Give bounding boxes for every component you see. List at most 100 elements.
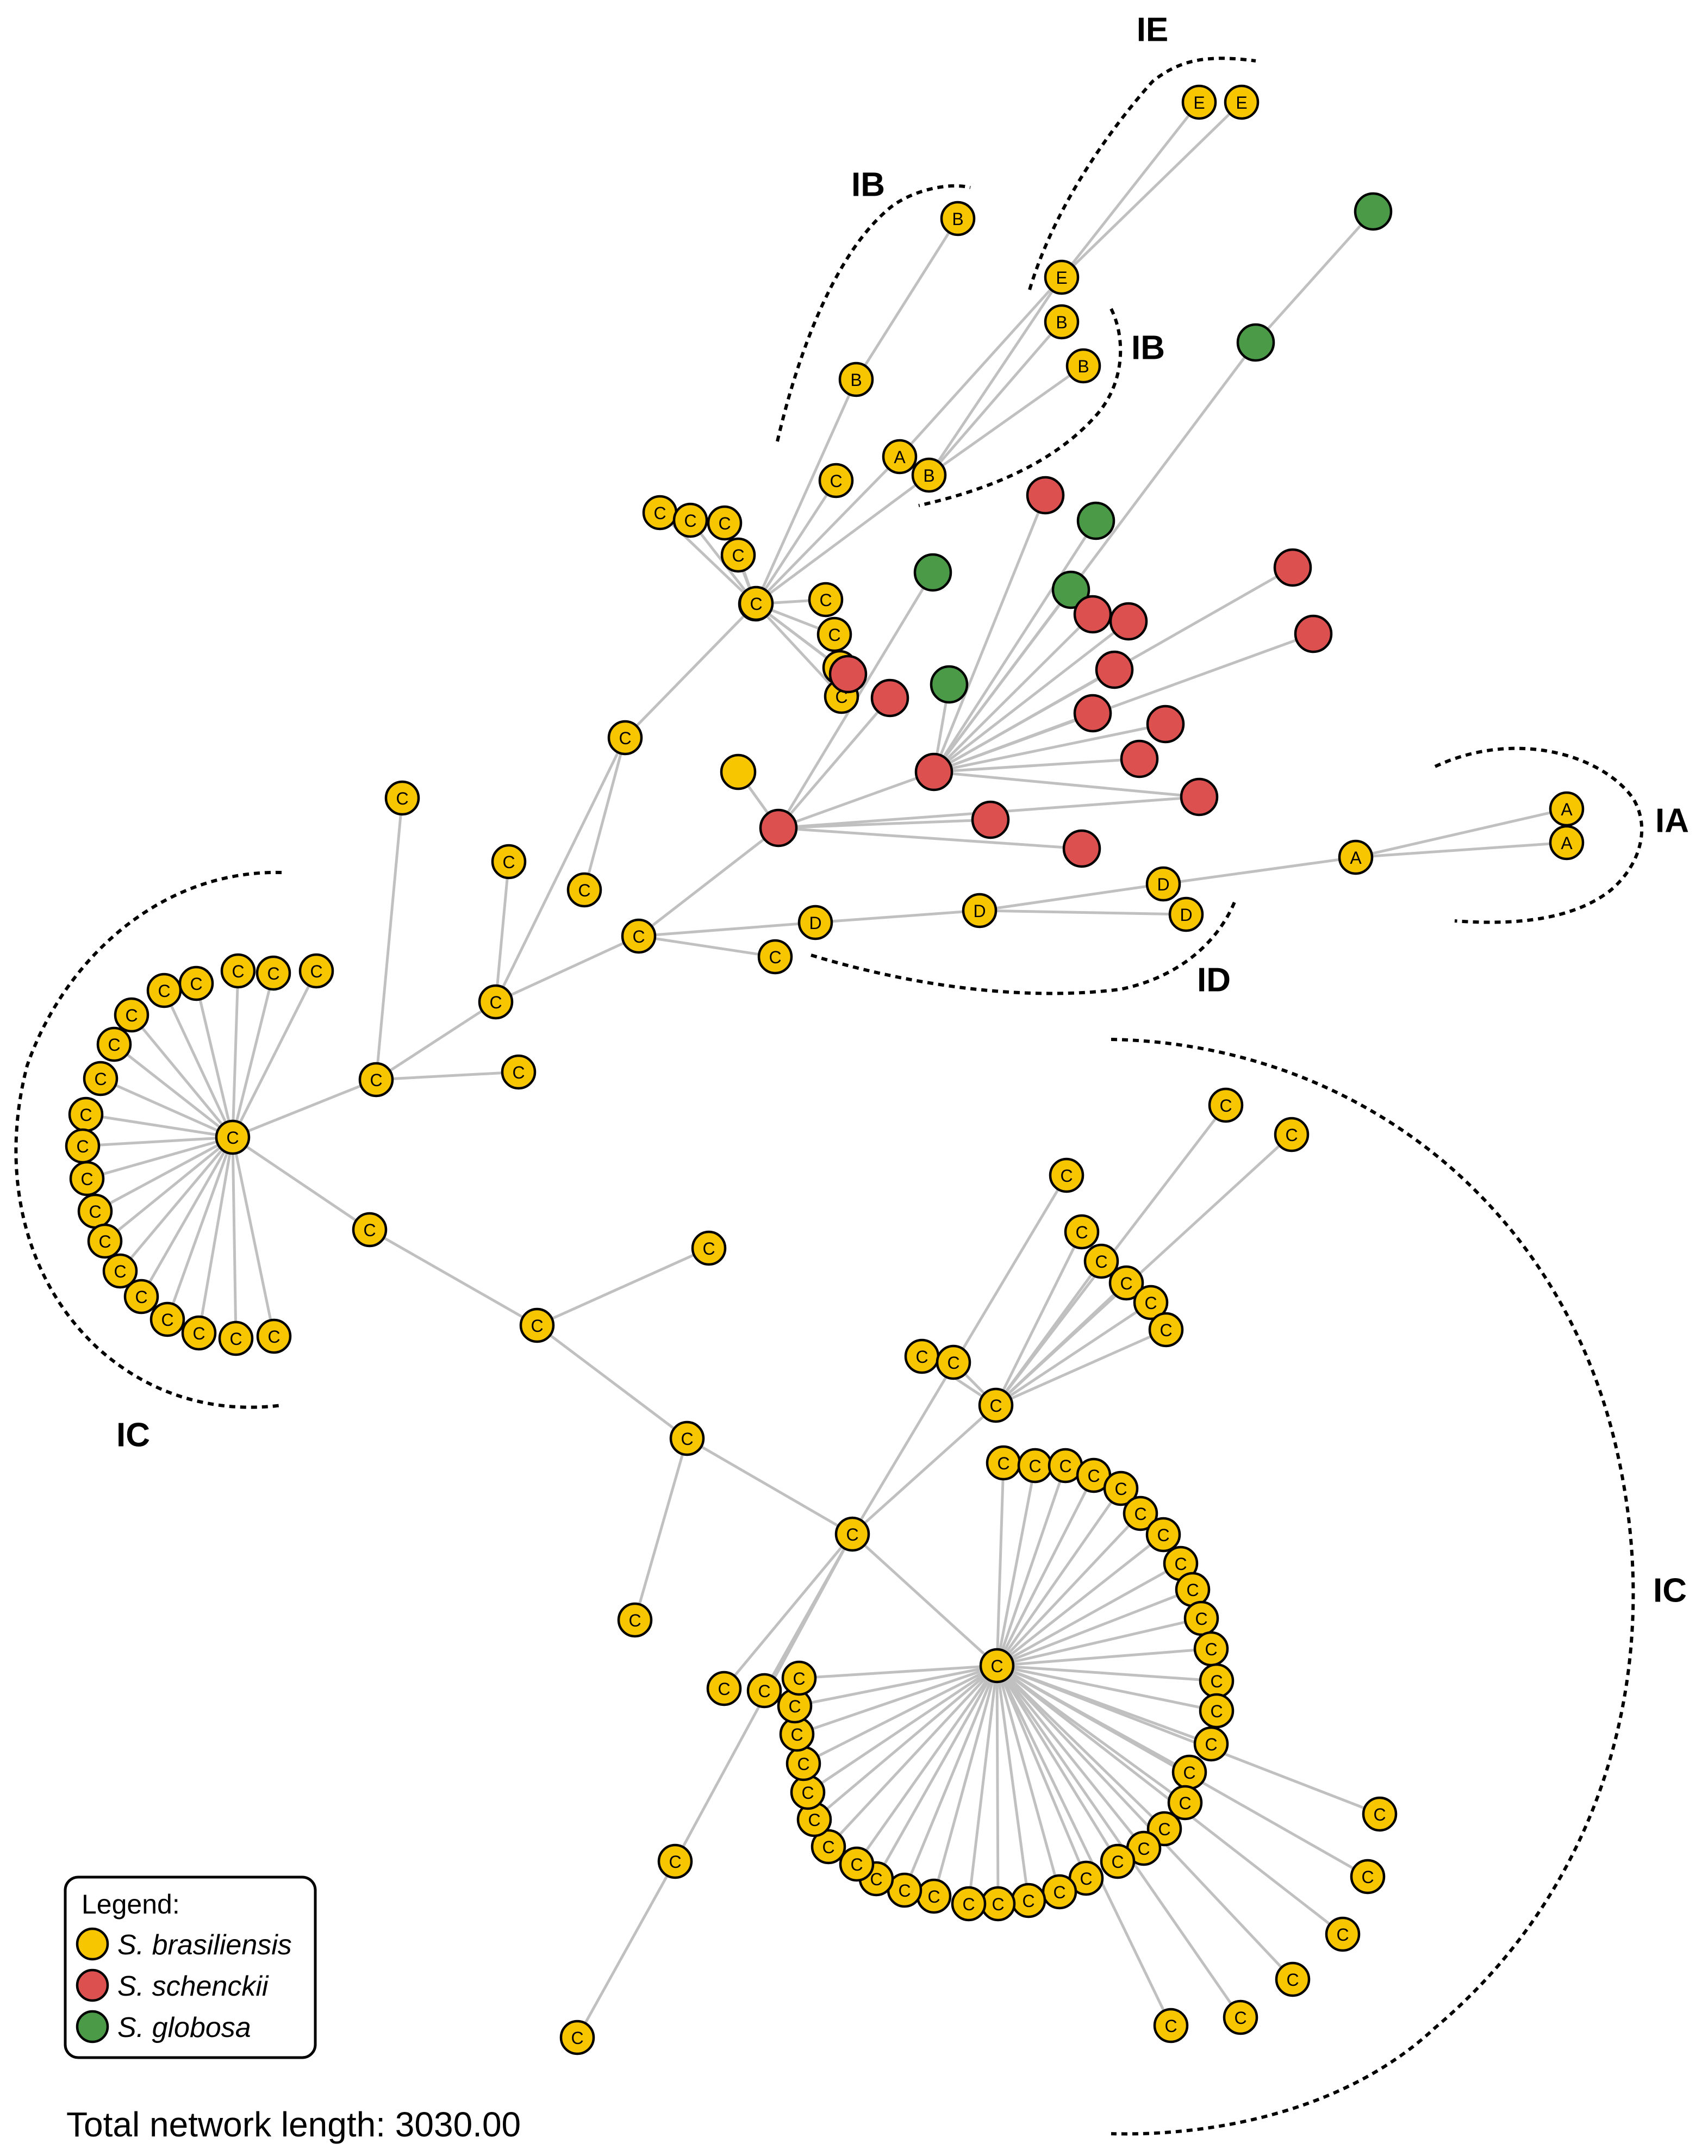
node-label-h4: C xyxy=(632,927,645,946)
node-circle-b3 xyxy=(1044,304,1080,340)
node-label-d1: D xyxy=(809,913,821,933)
node-label-c10: C xyxy=(1060,1166,1073,1186)
node-label-d4: D xyxy=(1180,905,1192,925)
node-label-lf7: C xyxy=(94,1069,107,1089)
node-circle-b1 xyxy=(838,362,874,397)
node-label-lf2: C xyxy=(232,962,244,981)
node-circle-gg4 xyxy=(913,553,952,592)
node-lf1: C xyxy=(255,955,291,991)
node-label-af15: C xyxy=(1179,1793,1191,1813)
node-circle-af27 xyxy=(839,1846,875,1882)
node-h6: C xyxy=(607,720,643,756)
node-label-h14f0: C xyxy=(915,1347,928,1367)
node-rs9 xyxy=(1294,614,1333,653)
edge-h8-gg3 xyxy=(932,519,1098,774)
node-label-h7f3: C xyxy=(732,546,744,565)
node-circle-e1 xyxy=(1044,259,1080,295)
edge-h1-lf18 xyxy=(231,1136,276,1338)
node-circle-af12 xyxy=(1199,1693,1235,1729)
node-label-h6: C xyxy=(619,728,631,748)
node-gg1 xyxy=(1354,192,1393,231)
node-af1: C xyxy=(1017,1448,1053,1484)
node-label-c6: C xyxy=(769,948,781,967)
node-label-h10: C xyxy=(531,1316,543,1336)
node-circle-d2 xyxy=(962,893,998,929)
edge-h13-af1 xyxy=(995,1464,1037,1667)
node-circle-rs11 xyxy=(1062,829,1101,868)
node-label-c12: C xyxy=(1285,1125,1298,1145)
node-label-af30: C xyxy=(801,1783,814,1803)
edge-h7-h7f7 xyxy=(754,602,843,698)
edge-h8-rs9 xyxy=(932,632,1315,774)
node-h9: C xyxy=(352,1212,388,1248)
edge-h13-af31 xyxy=(802,1664,999,1765)
node-a1: A xyxy=(1338,839,1374,875)
edge-h8-rs2 xyxy=(932,620,1130,774)
edge-h2-c7 xyxy=(375,1070,520,1081)
edge-e1-e2 xyxy=(1060,101,1201,279)
node-label-af20: C xyxy=(1053,1883,1065,1902)
node-h14: C xyxy=(978,1387,1014,1423)
node-label-af19: C xyxy=(1080,1869,1092,1889)
edge-c13-c14 xyxy=(576,1860,677,2039)
node-label-lf6: C xyxy=(108,1035,120,1055)
legend-title: Legend: xyxy=(82,1889,180,1920)
node-circle-c6 xyxy=(757,939,793,975)
edge-h13-af7 xyxy=(995,1562,1182,1667)
node-c9: C xyxy=(617,1602,653,1638)
node-label-af23: C xyxy=(962,1895,975,1914)
node-rs5 xyxy=(1146,705,1185,744)
node-label-lf13: C xyxy=(114,1262,126,1281)
node-circle-af34 xyxy=(781,1660,817,1696)
edge-h8-rs1 xyxy=(932,613,1094,774)
node-circle-b2 xyxy=(940,201,976,236)
edge-h13-af9 xyxy=(995,1617,1203,1667)
edge-h5-rp xyxy=(777,696,892,830)
node-a2: A xyxy=(1549,791,1585,827)
edge-h1-lf3 xyxy=(195,982,234,1139)
edge-h13-af12 xyxy=(995,1664,1218,1712)
edge-h13-c20 xyxy=(995,1664,1381,1816)
node-label-c1: C xyxy=(830,471,842,491)
node-label-h13: C xyxy=(990,1656,1003,1676)
node-lf18: C xyxy=(256,1318,292,1354)
node-h7f2: C xyxy=(707,505,743,541)
node-h13: C xyxy=(979,1648,1015,1684)
node-label-af34: C xyxy=(793,1669,805,1688)
node-lf15: C xyxy=(149,1301,185,1337)
node-af25: C xyxy=(887,1872,922,1908)
node-b3: B xyxy=(1044,304,1080,340)
node-b1: B xyxy=(838,362,874,397)
node-c6: C xyxy=(757,939,793,975)
node-gg6 xyxy=(930,665,969,704)
node-label-c8: C xyxy=(702,1239,715,1258)
node-h1: C xyxy=(215,1119,251,1155)
node-af33: C xyxy=(777,1688,813,1724)
node-circle-af15 xyxy=(1167,1785,1203,1821)
edge-h1-h2 xyxy=(231,1078,378,1139)
node-label-h14f2: C xyxy=(1075,1223,1088,1242)
node-af19: C xyxy=(1068,1860,1104,1896)
node-circle-h7f1 xyxy=(672,502,708,538)
edge-h13-af10 xyxy=(995,1647,1213,1667)
node-h12a: C xyxy=(706,1671,742,1706)
node-circle-h3 xyxy=(478,984,514,1020)
node-h7f3: C xyxy=(720,537,756,573)
node-circle-rp xyxy=(870,678,909,718)
edge-d3-a1 xyxy=(1162,856,1357,886)
node-circle-c3 xyxy=(566,872,602,908)
node-c3: C xyxy=(566,872,602,908)
node-label-af16: C xyxy=(1158,1819,1170,1839)
node-h14f0: C xyxy=(904,1338,940,1374)
node-label-h7f5: C xyxy=(828,625,840,645)
edge-h1-lf12 xyxy=(103,1136,234,1243)
edge-h1-lf14 xyxy=(140,1136,234,1298)
node-circle-gg2 xyxy=(1236,323,1275,362)
node-circle-af13 xyxy=(1193,1726,1229,1762)
node-circle-h14f1 xyxy=(936,1344,971,1380)
node-lf0: C xyxy=(298,953,334,989)
node-label-h14f5: C xyxy=(1144,1293,1157,1313)
node-lf16: C xyxy=(181,1315,217,1351)
node-label-b4: B xyxy=(1077,357,1089,376)
node-label-af28: C xyxy=(822,1837,834,1857)
